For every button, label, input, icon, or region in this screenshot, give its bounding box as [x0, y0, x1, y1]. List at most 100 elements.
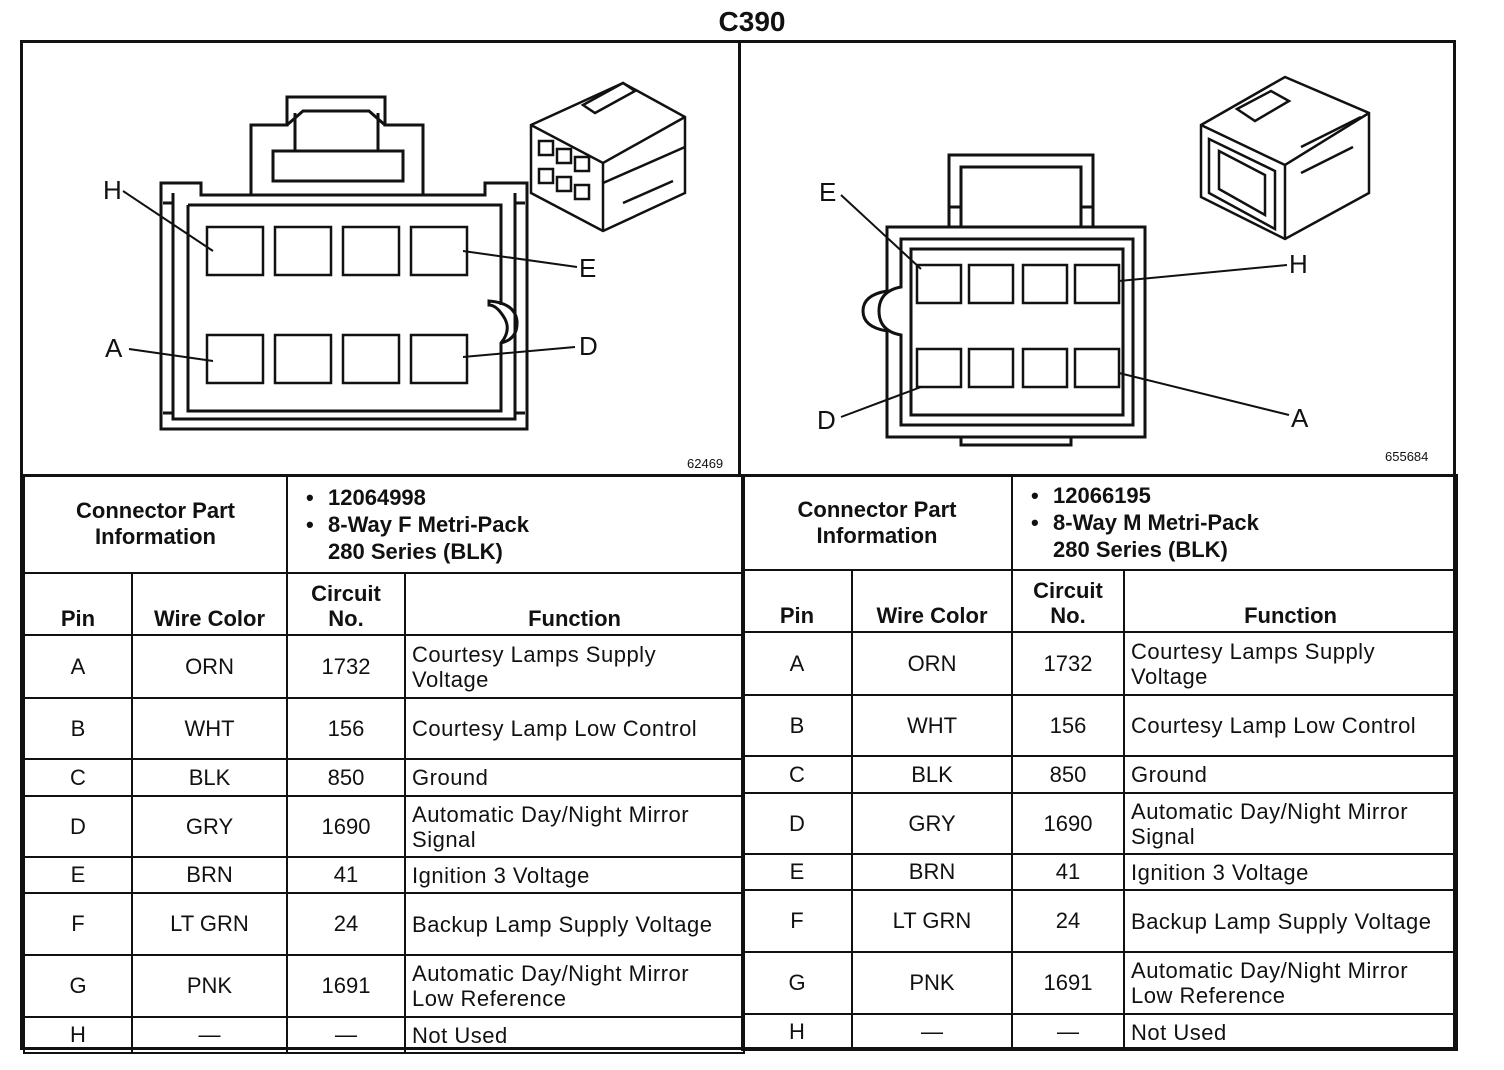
header-pin: Pin: [23, 572, 133, 636]
function-cell: Backup Lamp Supply Voltage: [404, 892, 746, 956]
pin-cell: F: [741, 889, 853, 953]
circuit-cell: 156: [286, 697, 407, 760]
header-wire-color: Wire Color: [130, 572, 289, 636]
function-cell: Ignition 3 Voltage: [1123, 853, 1459, 891]
wire-color-cell: GRY: [850, 792, 1014, 855]
pin-label-a: A: [105, 333, 123, 363]
wire-color-cell: WHT: [130, 697, 289, 760]
function-cell: Ignition 3 Voltage: [404, 856, 746, 894]
part-info-row: Connector Part Information 12064998 8-Wa…: [22, 474, 746, 574]
wire-color-cell: LT GRN: [130, 892, 289, 956]
pin-cell: G: [741, 951, 853, 1015]
pin-cell: B: [23, 697, 133, 760]
pin-cell: G: [23, 954, 133, 1018]
left-connector-table: Connector Part Information 12064998 8-Wa…: [22, 474, 746, 1054]
pin-cell: C: [23, 758, 133, 797]
circuit-cell: —: [1011, 1013, 1126, 1051]
header-circuit: Circuit No.: [286, 572, 407, 636]
circuit-cell: 1732: [286, 634, 407, 699]
header-row: Pin Wire Color Circuit No. Function: [23, 572, 746, 636]
male-connector-drawing: [840, 75, 1371, 447]
circuit-cell: 1732: [1011, 631, 1126, 696]
pin-cell: D: [741, 792, 853, 855]
part-desc-line1: 8-Way M Metri-Pack: [1031, 509, 1450, 536]
wire-color-cell: LT GRN: [850, 889, 1014, 953]
part-number: 12066195: [1031, 482, 1450, 509]
table-row: H — — Not Used: [23, 1016, 746, 1054]
connector-sheet: H E A D 62469: [20, 40, 1459, 1054]
wire-color-cell: PNK: [130, 954, 289, 1018]
pin-label-d: D: [817, 405, 836, 435]
table-row: F LT GRN 24 Backup Lamp Supply Voltage: [741, 889, 1459, 953]
circuit-cell: 850: [286, 758, 407, 797]
table-row: B WHT 156 Courtesy Lamp Low Control: [23, 697, 746, 760]
header-pin: Pin: [741, 569, 853, 633]
pin-cell: H: [23, 1016, 133, 1054]
function-cell: Backup Lamp Supply Voltage: [1123, 889, 1459, 953]
page-title: C390: [718, 6, 786, 37]
circuit-cell: 1690: [1011, 792, 1126, 855]
wire-color-cell: PNK: [850, 951, 1014, 1015]
function-cell: Courtesy Lamp Low Control: [1123, 694, 1459, 757]
circuit-cell: 41: [286, 856, 407, 894]
pin-label-e: E: [819, 177, 837, 207]
female-connector-drawing: [122, 81, 687, 431]
table-row: G PNK 1691 Automatic Day/Night Mirror Lo…: [23, 954, 746, 1018]
wire-color-cell: BLK: [130, 758, 289, 797]
function-cell: Automatic Day/Night Mirror Low Reference: [1123, 951, 1459, 1015]
figure-id: 655684: [1385, 449, 1429, 464]
table-row: E BRN 41 Ignition 3 Voltage: [23, 856, 746, 894]
pin-cell: E: [23, 856, 133, 894]
wire-color-cell: WHT: [850, 694, 1014, 757]
pin-cell: F: [23, 892, 133, 956]
function-cell: Automatic Day/Night Mirror Low Reference: [404, 954, 746, 1018]
function-cell: Automatic Day/Night Mirror Signal: [1123, 792, 1459, 855]
circuit-cell: —: [286, 1016, 407, 1054]
part-number: 12064998: [306, 484, 737, 511]
wire-color-cell: —: [850, 1013, 1014, 1051]
circuit-cell: 1691: [1011, 951, 1126, 1015]
table-row: C BLK 850 Ground: [23, 758, 746, 797]
circuit-cell: 1690: [286, 795, 407, 858]
pin-cell: C: [741, 755, 853, 794]
right-connector-table: Connector Part Information 12066195 8-Wa…: [740, 474, 1459, 1051]
table-row: H — — Not Used: [741, 1013, 1459, 1051]
left-connector-diagram: H E A D 62469: [23, 43, 741, 477]
table-row: E BRN 41 Ignition 3 Voltage: [741, 853, 1459, 891]
function-cell: Courtesy Lamps Supply Voltage: [1123, 631, 1459, 696]
header-function: Function: [404, 572, 746, 636]
function-cell: Ground: [1123, 755, 1459, 794]
pin-cell: D: [23, 795, 133, 858]
part-desc-line2: 280 Series (BLK): [1053, 537, 1228, 562]
wire-color-cell: GRY: [130, 795, 289, 858]
circuit-cell: 41: [1011, 853, 1126, 891]
part-info-row: Connector Part Information 12066195 8-Wa…: [740, 474, 1459, 571]
wire-color-cell: BRN: [850, 853, 1014, 891]
table-row: A ORN 1732 Courtesy Lamps Supply Voltage: [741, 631, 1459, 696]
pin-label-h: H: [1289, 249, 1308, 279]
header-wire-color: Wire Color: [850, 569, 1014, 633]
pin-label-e: E: [579, 253, 597, 283]
circuit-cell: 156: [1011, 694, 1126, 757]
wire-color-cell: ORN: [130, 634, 289, 699]
function-cell: Courtesy Lamps Supply Voltage: [404, 634, 746, 699]
pin-cell: E: [741, 853, 853, 891]
pin-label-a: A: [1291, 403, 1309, 433]
circuit-cell: 24: [1011, 889, 1126, 953]
wire-color-cell: BLK: [850, 755, 1014, 794]
pin-label-h: H: [103, 175, 122, 205]
figure-id: 62469: [687, 456, 724, 471]
function-cell: Not Used: [1123, 1013, 1459, 1051]
table-row: A ORN 1732 Courtesy Lamps Supply Voltage: [23, 634, 746, 699]
pin-cell: A: [741, 631, 853, 696]
circuit-cell: 850: [1011, 755, 1126, 794]
function-cell: Courtesy Lamp Low Control: [404, 697, 746, 760]
part-info-value: 12064998 8-Way F Metri-Pack 280 Series (…: [286, 474, 746, 574]
table-row: G PNK 1691 Automatic Day/Night Mirror Lo…: [741, 951, 1459, 1015]
pin-cell: B: [741, 694, 853, 757]
header-row: Pin Wire Color Circuit No. Function: [741, 569, 1459, 633]
function-cell: Automatic Day/Night Mirror Signal: [404, 795, 746, 858]
part-desc-line1: 8-Way F Metri-Pack: [306, 511, 737, 538]
pin-cell: H: [741, 1013, 853, 1051]
wire-color-cell: ORN: [850, 631, 1014, 696]
